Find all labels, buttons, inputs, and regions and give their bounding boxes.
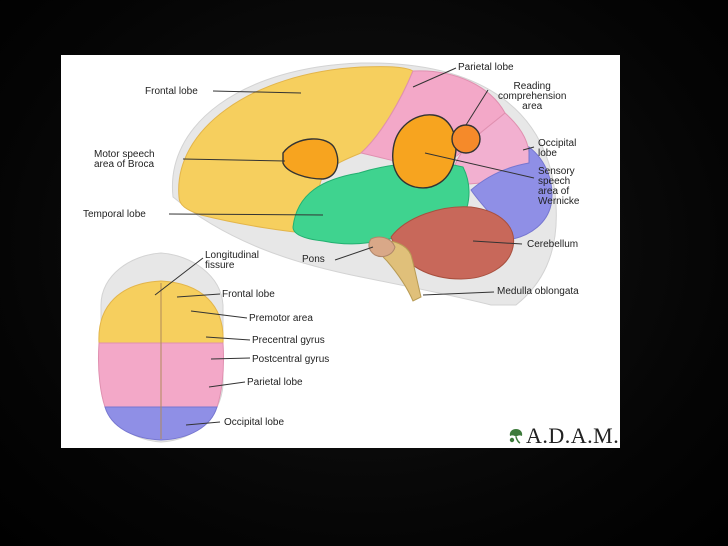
label-temporal-lobe: Temporal lobe bbox=[83, 209, 146, 220]
label-parietal-lobe: Parietal lobe bbox=[458, 62, 514, 73]
label-broca-area: Motor speech area of Broca bbox=[94, 149, 155, 170]
label-precentral-gyrus: Precentral gyrus bbox=[252, 335, 325, 346]
lateral-broca-area bbox=[282, 138, 339, 180]
adam-logo: A.D.A.M. bbox=[506, 423, 620, 448]
label-occipital-lobe: Occipital lobe bbox=[538, 138, 577, 159]
label-postcentral-gyrus: Postcentral gyrus bbox=[252, 354, 330, 365]
label-pons: Pons bbox=[302, 254, 325, 265]
brain-diagram-figure: Frontal lobe Parietal lobe Reading compr… bbox=[61, 55, 620, 448]
label-top-frontal-lobe: Frontal lobe bbox=[222, 289, 275, 300]
lateral-pons bbox=[368, 236, 396, 258]
label-cerebellum: Cerebellum bbox=[527, 239, 579, 250]
leader-lines bbox=[154, 67, 535, 426]
lateral-cerebellum bbox=[390, 206, 515, 280]
label-frontal-lobe: Frontal lobe bbox=[145, 86, 198, 97]
brain-illustration bbox=[97, 62, 557, 443]
lateral-wernicke-area bbox=[392, 114, 457, 189]
label-premotor-area: Premotor area bbox=[249, 313, 313, 324]
adam-logo-text: A.D.A.M. bbox=[526, 423, 620, 448]
label-medulla-oblongata: Medulla oblongata bbox=[497, 286, 579, 297]
label-top-occipital-lobe: Occipital lobe bbox=[224, 417, 285, 428]
lateral-reading-area bbox=[451, 124, 481, 154]
label-longitudinal-fissure: Longitudinal fissure bbox=[205, 250, 259, 271]
label-reading-comprehension-area: Reading comprehension area bbox=[498, 81, 567, 112]
label-wernicke-area: Sensory speech area of Wernicke bbox=[538, 166, 580, 207]
leaf-icon bbox=[509, 429, 523, 444]
label-top-parietal-lobe: Parietal lobe bbox=[247, 377, 303, 388]
